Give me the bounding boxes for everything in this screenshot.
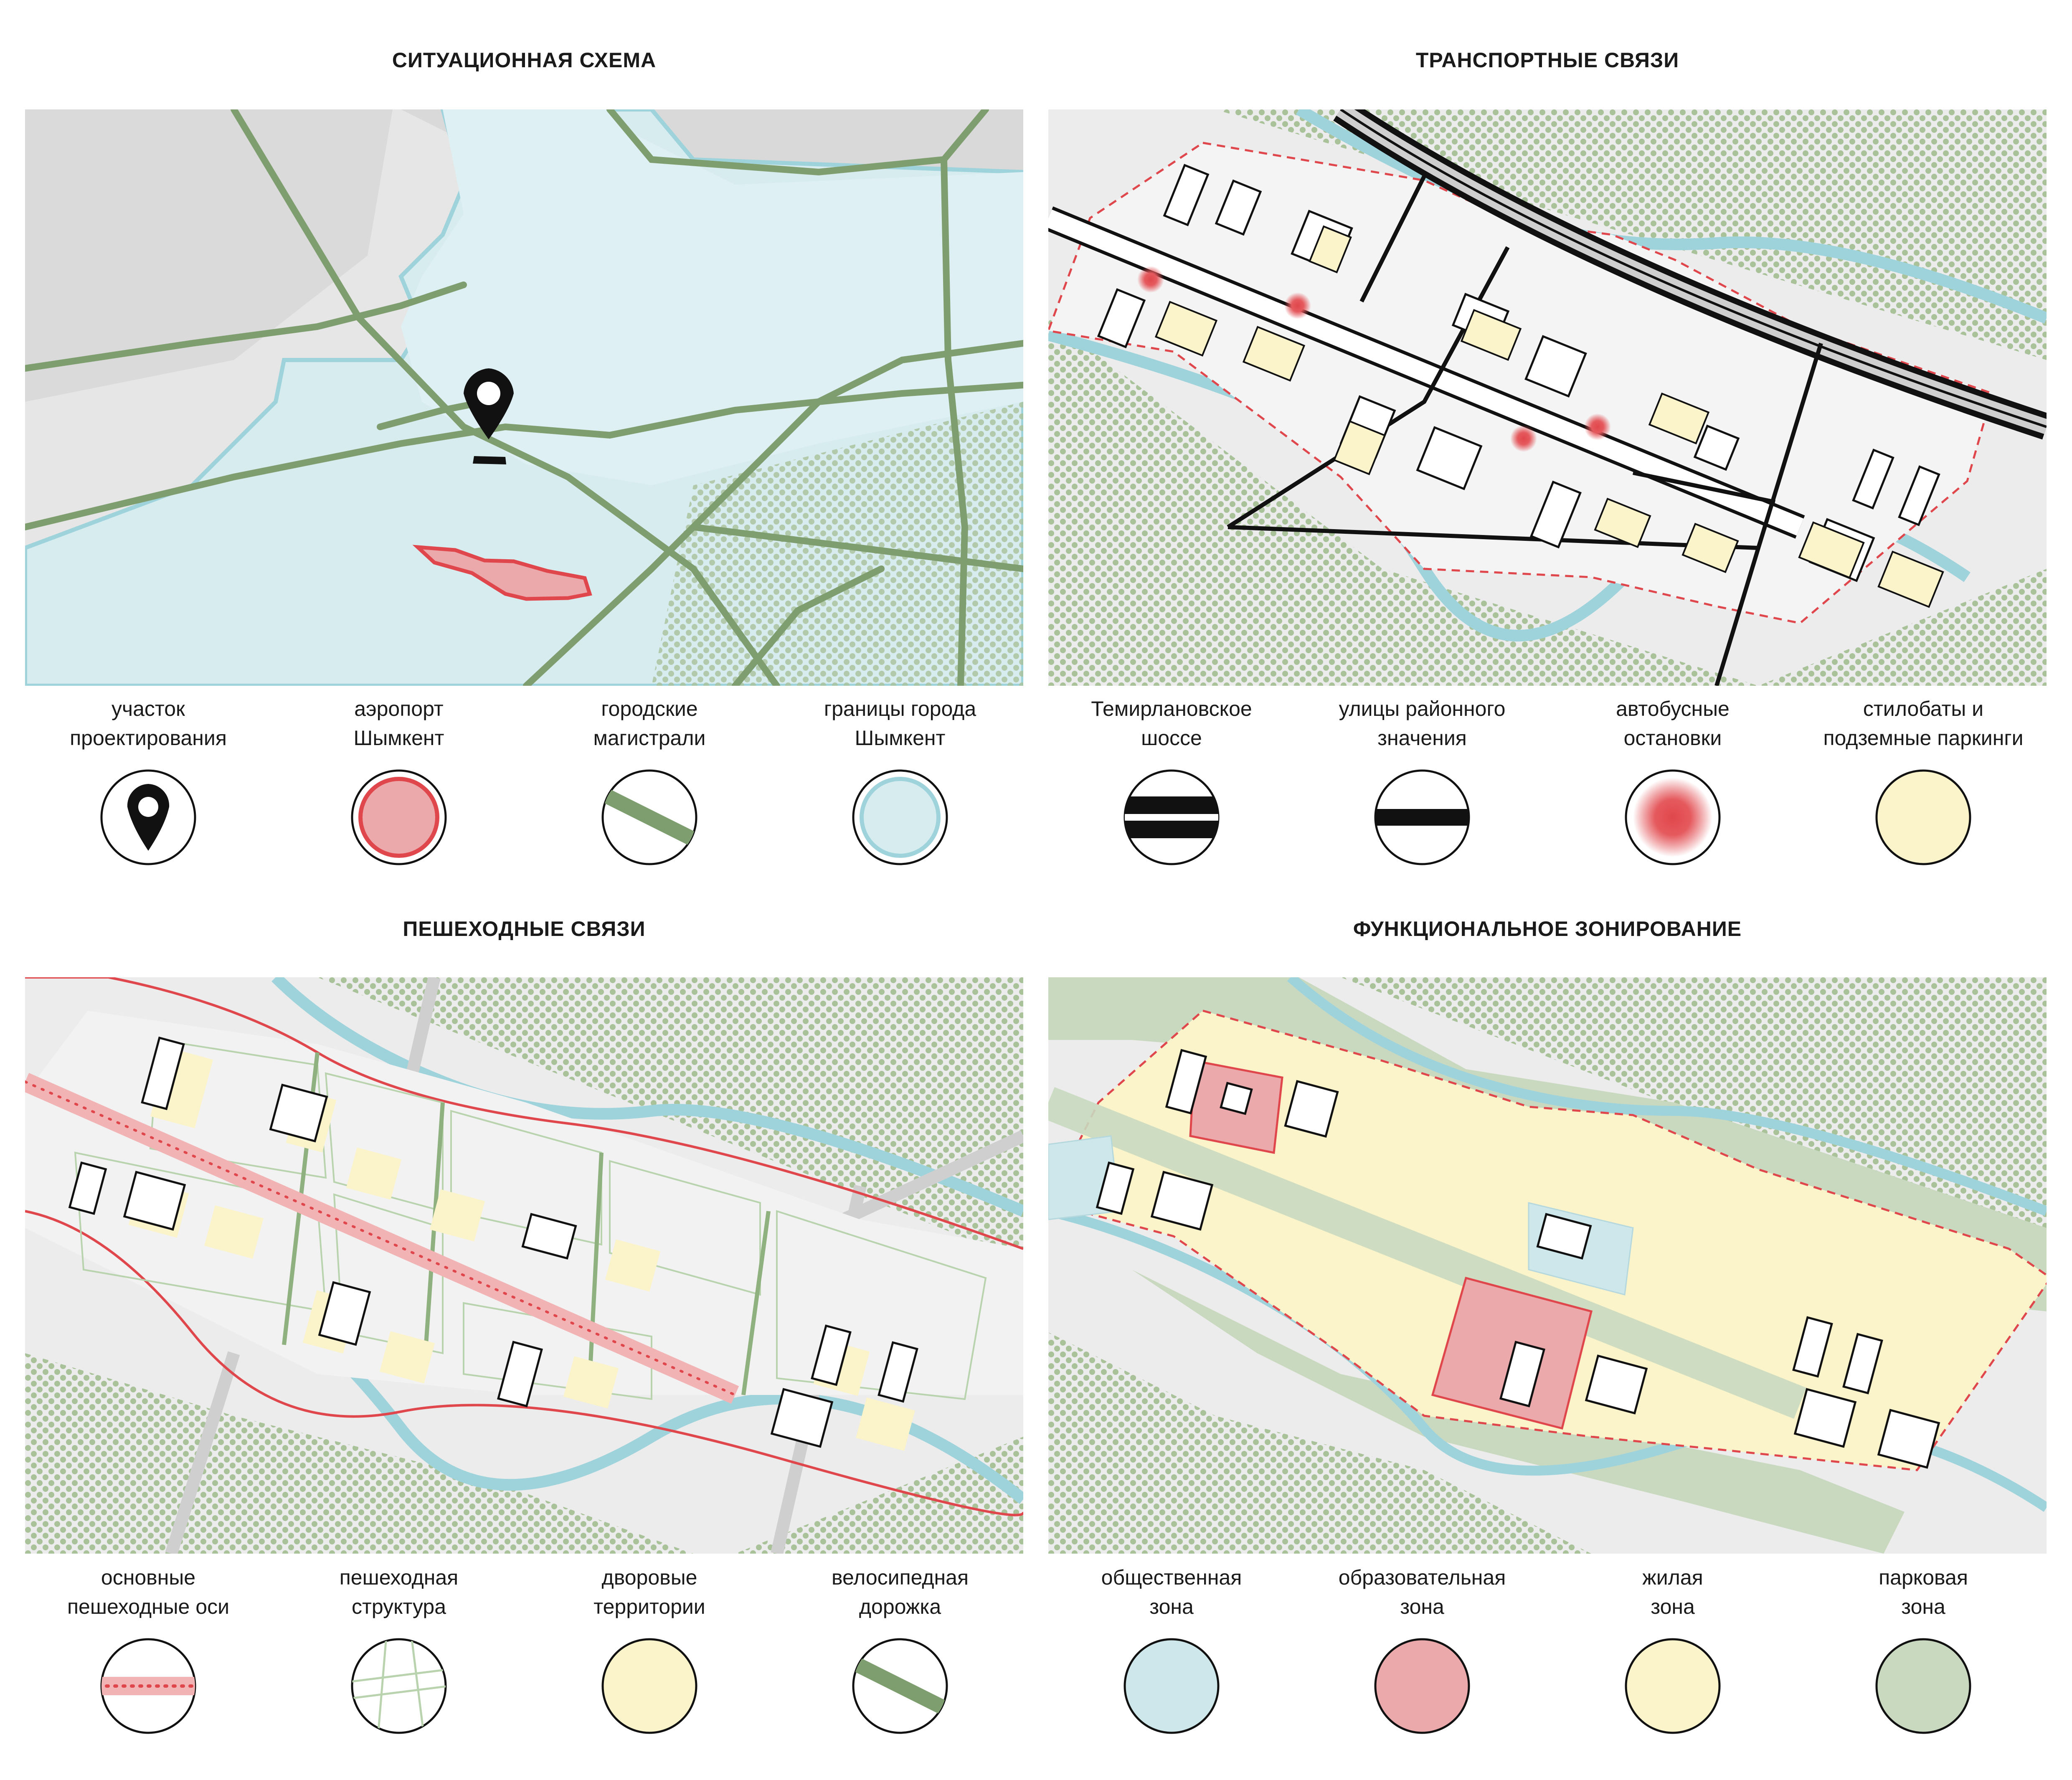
highway-double-line-icon	[1121, 767, 1222, 867]
panel-title: СИТУАЦИОННАЯ СХЕМА	[392, 48, 657, 72]
education-zone-icon	[1372, 1636, 1472, 1736]
legend-item: автобусные остановки	[1547, 694, 1798, 865]
legend-item: жилая зона	[1547, 1563, 1798, 1734]
situation-map	[25, 109, 1023, 686]
legend-item: дворовые территории	[524, 1563, 775, 1734]
park-zone-icon	[1873, 1636, 1973, 1736]
transport-legend: Темирлановское шоссе улицы районного зна…	[1048, 694, 2047, 911]
legend-item: Темирлановское шоссе	[1046, 694, 1297, 865]
legend-item: аэропорт Шымкент	[274, 694, 524, 865]
legend-item: парковая зона	[1798, 1563, 2049, 1734]
transport-map	[1048, 109, 2047, 686]
parking-icon	[1873, 767, 1973, 867]
legend-item: участок проектирования	[23, 694, 274, 865]
zoning-map	[1048, 977, 2047, 1554]
legend-item: велосипедная дорожка	[775, 1563, 1025, 1734]
pedestrian-map	[25, 977, 1023, 1554]
zoning-legend: общественная зона образовательная зона ж…	[1048, 1563, 2047, 1780]
legend-item: городские магистрали	[524, 694, 775, 865]
residential-zone-icon	[1623, 1636, 1723, 1736]
district-street-icon	[1372, 767, 1472, 867]
pedestrian-legend: основные пешеходные оси пешеходная струк…	[25, 1563, 1023, 1780]
panel-title: ФУНКЦИОНАЛЬНОЕ ЗОНИРОВАНИЕ	[1353, 917, 1742, 941]
situation-legend: участок проектирования аэропорт Шымкент …	[25, 694, 1023, 911]
courtyard-icon	[599, 1636, 700, 1736]
legend-item: пешеходная структура	[274, 1563, 524, 1734]
bike-lane-icon	[850, 1636, 950, 1736]
airport-area-icon	[349, 767, 449, 867]
legend-item: основные пешеходные оси	[23, 1563, 274, 1734]
pedestrian-grid-icon	[349, 1636, 449, 1736]
bus-stop-icon	[1623, 767, 1723, 867]
public-zone-icon	[1121, 1636, 1222, 1736]
legend-item: улицы районного значения	[1297, 694, 1547, 865]
location-pin-icon	[98, 767, 198, 867]
legend-item: образовательная зона	[1297, 1563, 1547, 1734]
pedestrian-axis-icon	[98, 1636, 198, 1736]
legend-item: границы города Шымкент	[775, 694, 1025, 865]
panel-title: ПЕШЕХОДНЫЕ СВЯЗИ	[403, 917, 646, 941]
location-pin-icon	[464, 368, 514, 464]
legend-item: общественная зона	[1046, 1563, 1297, 1734]
panel-title: ТРАНСПОРТНЫЕ СВЯЗИ	[1415, 48, 1679, 72]
highway-icon	[599, 767, 700, 867]
legend-item: стилобаты и подземные паркинги	[1798, 694, 2049, 865]
city-boundary-icon	[850, 767, 950, 867]
